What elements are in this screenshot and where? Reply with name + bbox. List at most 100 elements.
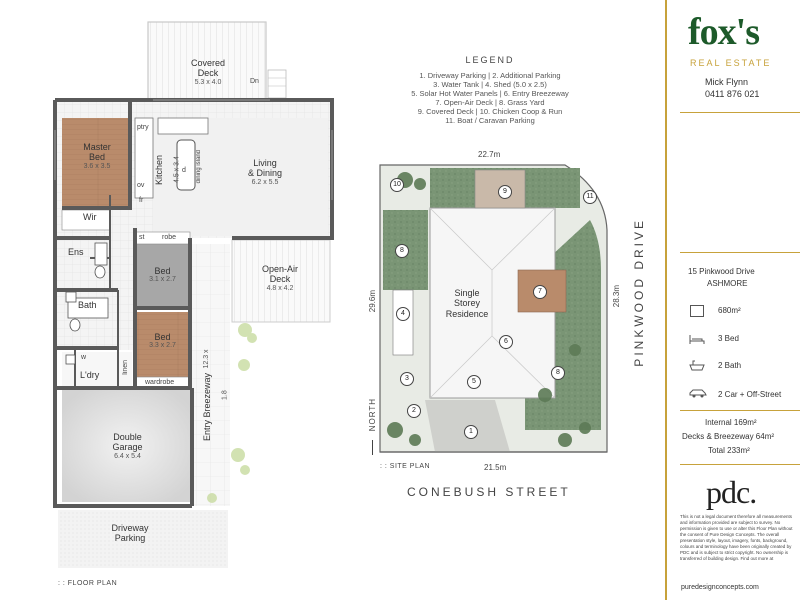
site-bottom-dim: 21.5m — [484, 463, 507, 472]
garage-floor — [62, 390, 192, 502]
section-rule — [680, 252, 800, 253]
site-marker: 8 — [551, 366, 565, 380]
site-marker: 1 — [464, 425, 478, 439]
north-label: NORTH — [368, 398, 377, 432]
kitchen-dim: 4.5 x 3.4 — [173, 156, 181, 184]
entry-breezeway-label: Entry Breezeway 12.3 x 1.8 — [198, 345, 235, 445]
living-dim: 6.2 x 5.5 — [251, 178, 279, 186]
internal-area: Internal 169m² — [705, 418, 757, 427]
entry-breezeway-floor — [192, 244, 230, 506]
legend-line: 11. Boat / Caravan Parking — [445, 116, 535, 125]
garage-dim: 6.4 x 5.4 — [114, 452, 141, 460]
section-rule — [680, 410, 800, 411]
site-marker: 6 — [499, 335, 513, 349]
laundry-label: L'dry — [80, 370, 100, 380]
bed-count: 3 Bed — [718, 334, 739, 343]
north-arrow-icon — [372, 440, 373, 455]
info-panel — [665, 0, 800, 600]
bed3-name: Bed — [154, 332, 171, 342]
bed3-label: Bed 3.3 x 2.7 — [135, 332, 190, 350]
site-marker: 2 — [407, 404, 421, 418]
dining-island — [176, 139, 196, 191]
agent-name: Mick Flynn — [705, 77, 749, 87]
covered-deck-dim: 5.3 x 4.0 — [194, 78, 222, 86]
garage-label: Double Garage 6.4 x 5.4 — [85, 432, 170, 461]
land-size-icon — [690, 305, 704, 317]
floor-plan-caption: : : FLOOR PLAN — [58, 580, 118, 587]
decks-area: Decks & Breezeway 64m² — [682, 432, 775, 441]
site-marker: 4 — [396, 307, 410, 321]
brand-logo: fox's — [688, 11, 760, 53]
storage-label: st — [139, 234, 145, 241]
master-bed-floor — [62, 118, 130, 208]
covered-deck-name: Covered Deck — [190, 58, 226, 79]
disclaimer-text: This is not a legal document therefore a… — [680, 514, 793, 562]
legend-line: 1. Driveway Parking | 2. Additional Park… — [419, 71, 561, 80]
bed2-label: Bed 3.1 x 2.7 — [135, 266, 190, 284]
designer-logo: pdc. — [706, 474, 757, 510]
agent-phone: 0411 876 021 — [705, 89, 760, 99]
bed3-floor — [135, 312, 190, 377]
master-bed-dim: 3.6 x 3.5 — [83, 162, 111, 170]
floor-plan-drawing — [53, 21, 334, 568]
site-marker: 5 — [467, 375, 481, 389]
site-marker: 3 — [400, 372, 414, 386]
fridge-label: fr — [139, 197, 144, 204]
residence-label: Single Storey Residence — [445, 288, 489, 319]
bed2-name: Bed — [154, 266, 171, 276]
property-suburb: ASHMORE — [707, 279, 748, 288]
ensuite-label: Ens — [68, 247, 84, 257]
driveway-area — [58, 510, 228, 568]
property-address: 15 Pinkwood Drive — [688, 267, 755, 276]
site-marker: 7 — [533, 285, 547, 299]
open-air-deck-name: Open-Air Deck — [261, 264, 298, 285]
driveway-name: Driveway Parking — [111, 523, 149, 544]
site-top-dim: 22.7m — [478, 150, 501, 159]
living-name: Living & Dining — [247, 158, 283, 179]
brand-subtitle: REAL ESTATE — [690, 58, 772, 68]
legend-line: 9. Covered Deck | 10. Chicken Coop & Run — [417, 107, 563, 116]
site-marker: 10 — [390, 178, 404, 192]
designer-website[interactable]: puredesignconcepts.com — [681, 584, 759, 591]
open-air-deck-dim: 4.8 x 4.2 — [266, 284, 294, 292]
dn-label: Dn — [250, 78, 259, 85]
bed2-floor — [135, 244, 190, 307]
bath-count: 2 Bath — [718, 361, 742, 370]
dishwasher-label: d — [182, 167, 186, 174]
legend-line: 7. Open-Air Deck | 8. Grass Yard — [435, 98, 545, 107]
garage-name: Double Garage — [112, 432, 143, 453]
oven-label: ov — [137, 182, 145, 189]
legend-title: LEGEND — [465, 55, 515, 65]
linen-label: linen — [122, 360, 129, 375]
site-right-dim: 28.3m — [612, 285, 621, 308]
site-left-dim: 29.6m — [368, 290, 377, 313]
bath-icon — [689, 360, 705, 371]
section-rule — [680, 112, 800, 113]
site-marker: 8 — [395, 244, 409, 258]
pinkwood-drive-label: PINKWOOD DRIVE — [632, 218, 646, 367]
covered-deck-label: Covered Deck 5.3 x 4.0 — [160, 58, 256, 87]
pantry-label: ptry — [137, 124, 149, 131]
wardrobe-label: wardrobe — [145, 379, 175, 386]
washer-label: w — [81, 354, 87, 361]
legend: LEGEND 1. Driveway Parking | 2. Addition… — [385, 55, 595, 125]
entry-breezeway-name: Entry Breezeway — [202, 372, 212, 441]
master-bed-label: Master Bed 3.6 x 3.5 — [65, 142, 129, 171]
bed-icon — [689, 335, 705, 344]
master-bed-name: Master Bed — [83, 142, 111, 163]
open-air-deck-label: Open-Air Deck 4.8 x 4.2 — [240, 264, 320, 293]
total-area: Total 233m² — [708, 446, 750, 455]
car-icon — [689, 389, 707, 398]
bed2-dim: 3.1 x 2.7 — [149, 276, 176, 284]
site-marker: 11 — [583, 190, 597, 204]
open-air-deck-floor — [231, 239, 331, 323]
bath-label: Bath — [78, 300, 97, 310]
car-spaces: 2 Car + Off-Street — [718, 390, 782, 399]
land-size: 680m² — [718, 306, 741, 315]
section-rule — [680, 464, 800, 465]
conebush-street-label: CONEBUSH STREET — [407, 485, 571, 499]
site-marker: 9 — [498, 185, 512, 199]
legend-line: 5. Solar Hot Water Panels | 6. Entry Bre… — [411, 89, 569, 98]
driveway-label: Driveway Parking — [100, 523, 160, 544]
wir-label: Wir — [83, 212, 97, 222]
